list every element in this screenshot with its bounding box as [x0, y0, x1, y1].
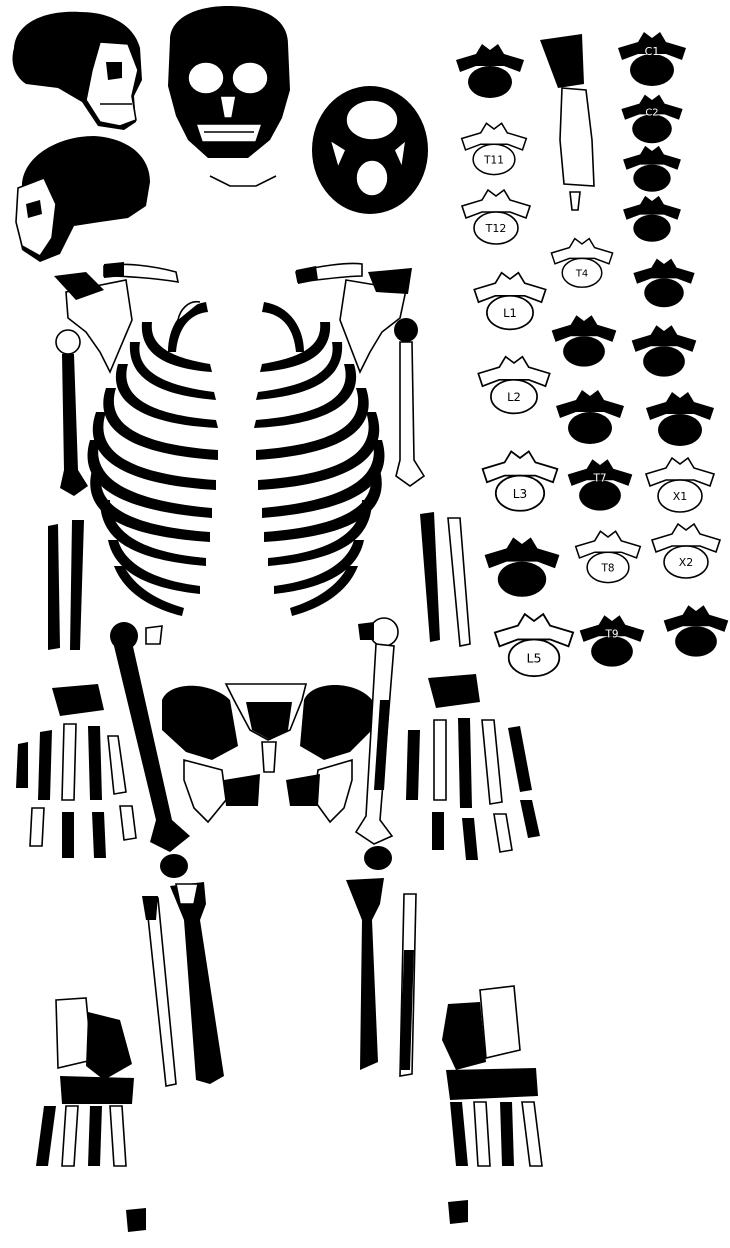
skull-frontal-view [168, 6, 290, 186]
vertebra: L5 [495, 614, 573, 676]
vertebra [623, 196, 681, 242]
vertebra-label: C2 [645, 108, 658, 119]
humerus-right [394, 318, 424, 486]
vertebra [623, 146, 681, 192]
vertebra-label: C1 [645, 45, 660, 58]
vertebra-label: T11 [483, 154, 504, 166]
vertebra [632, 325, 697, 376]
vertebra-label: T4 [575, 269, 588, 280]
vertebra [456, 44, 524, 98]
vertebra-label: L5 [526, 650, 541, 665]
skull-lateral-view [13, 12, 143, 130]
vertebra: T7 [568, 459, 633, 510]
humerus-left [56, 330, 88, 496]
vertebra: T8 [576, 531, 641, 582]
vertebra-label: L3 [513, 487, 527, 501]
vertebra: T4 [551, 239, 612, 288]
patellae [160, 846, 392, 878]
vertebra [556, 390, 624, 444]
vertebra: L2 [478, 357, 549, 414]
vertebra-label: L1 [503, 306, 517, 320]
vertebra-label: T7 [592, 472, 606, 484]
vertebra-label: T12 [485, 222, 507, 235]
forearm-left [48, 520, 84, 650]
vertebra: T11 [462, 123, 527, 174]
vertebrae-group: C1C2X1X2 T11T12T4L1L2L3 T7T8L5 T9 [456, 32, 728, 676]
vertebra: T12 [462, 190, 530, 244]
tibia-fibula-left [142, 882, 224, 1086]
forearm-right [420, 512, 470, 646]
vertebra: L3 [483, 451, 558, 510]
vertebra-label: X1 [673, 490, 688, 503]
foot-left [36, 998, 146, 1232]
vertebra: X1 [646, 458, 714, 512]
hand-right [406, 674, 540, 860]
pelvis [162, 684, 372, 822]
vertebra [552, 315, 617, 366]
tibia-fibula-right [346, 878, 416, 1076]
vertebra: C2 [621, 95, 682, 144]
vertebra [633, 259, 694, 308]
vertebra: L1 [474, 273, 545, 330]
vertebra-label: L2 [507, 390, 521, 404]
vertebra: T9 [580, 615, 645, 666]
hand-left [16, 684, 136, 858]
vertebra [485, 537, 560, 596]
skull-basal-view [312, 86, 428, 214]
vertebra-label: T9 [604, 628, 618, 640]
vertebra-label: T8 [600, 562, 614, 574]
vertebra [664, 605, 729, 656]
foot-right [442, 986, 542, 1224]
vertebra: X2 [652, 524, 720, 578]
vertebra: C1 [618, 32, 686, 86]
clavicle-left [104, 262, 178, 282]
vertebra-label: X2 [679, 556, 694, 569]
vertebra [646, 392, 714, 446]
skull-lateral-view-2 [16, 136, 150, 262]
sternum [540, 34, 594, 210]
